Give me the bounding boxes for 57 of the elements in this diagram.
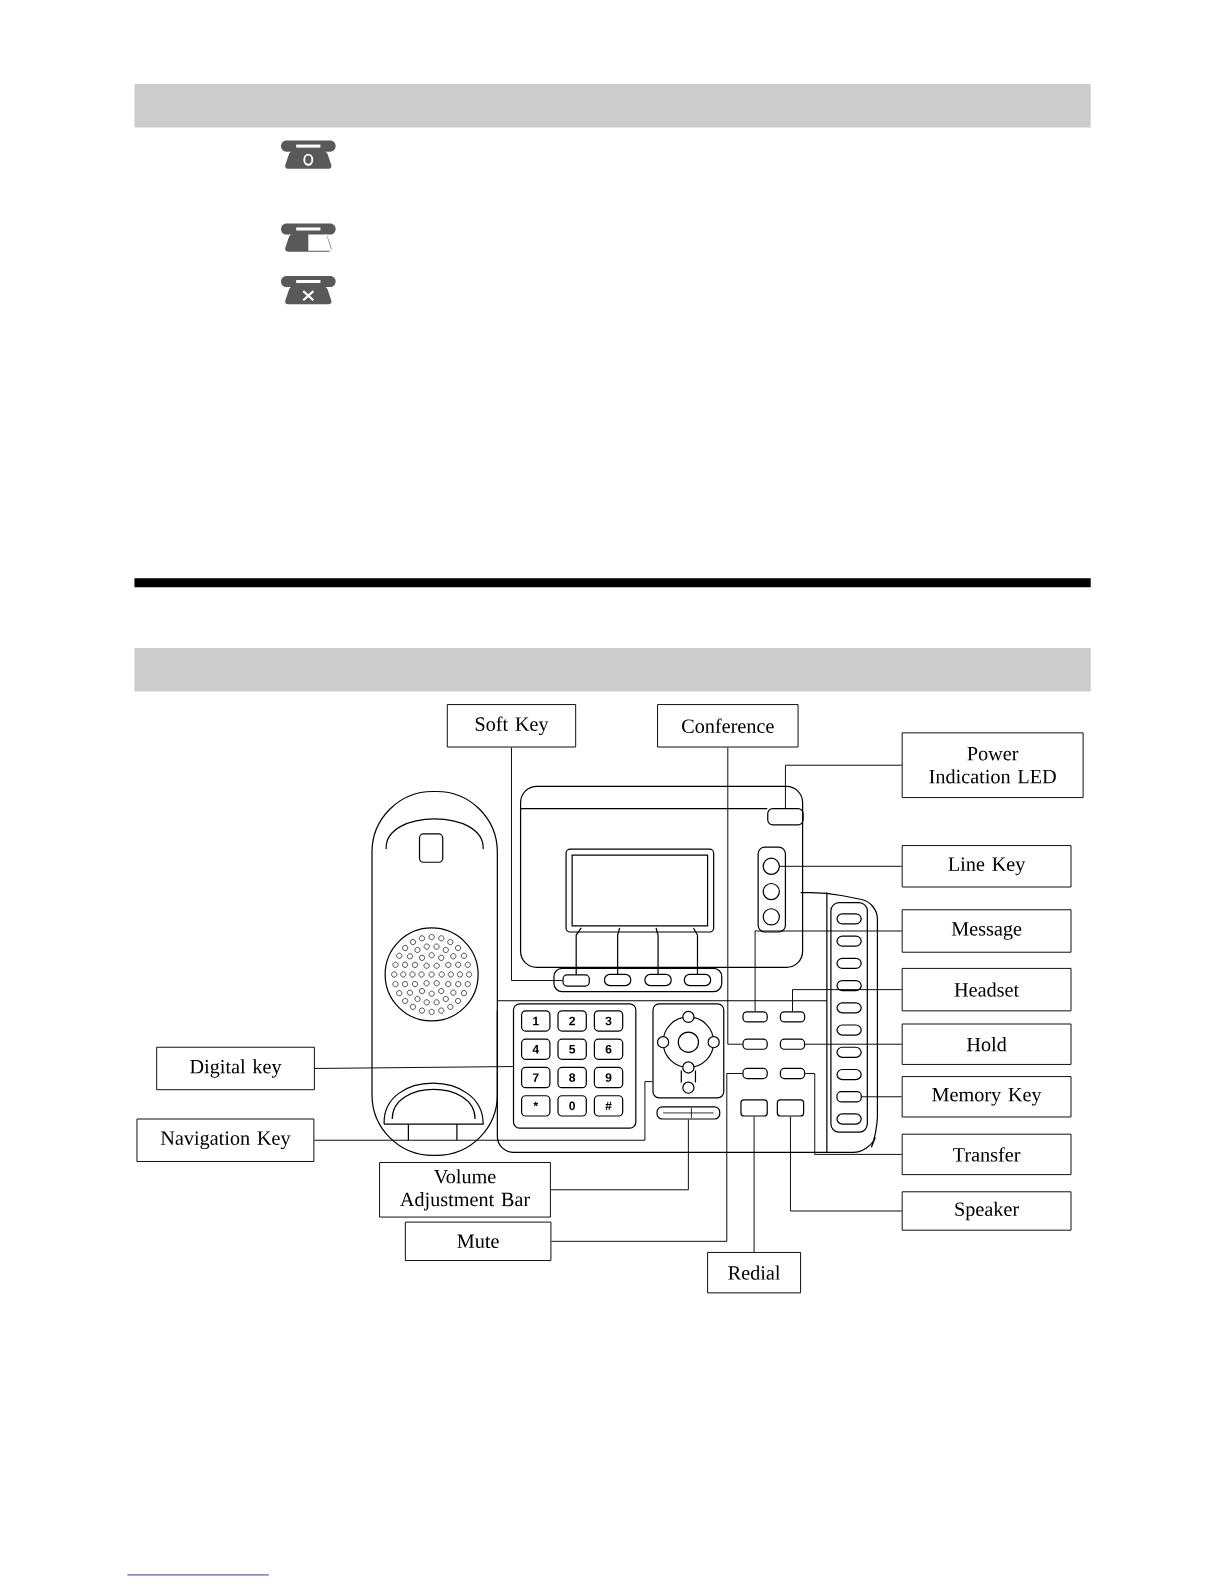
callout-box: Headset <box>901 967 1072 1012</box>
leader-line <box>804 1073 903 1155</box>
callout-box: Soft Key <box>446 704 577 748</box>
key-label: 6 <box>605 1044 612 1054</box>
key-label: # <box>605 1101 612 1110</box>
key-label: 2 <box>569 1016 575 1026</box>
phone-key <box>740 1099 768 1117</box>
phone-key <box>767 808 804 826</box>
phone-key <box>512 1003 637 1129</box>
leader-line <box>510 747 563 981</box>
phone-key <box>742 1067 768 1080</box>
leader-line <box>791 989 903 1012</box>
callout-box: Line Key <box>901 845 1072 888</box>
leader-line <box>313 1081 653 1141</box>
key-label: * <box>533 1101 539 1107</box>
leader-line <box>727 747 743 1045</box>
callout-box: Speaker <box>901 1191 1072 1231</box>
callout-box: Transfer <box>901 1133 1072 1176</box>
phone-key <box>742 1011 768 1023</box>
phone-key <box>742 1038 768 1050</box>
phone-key <box>656 1106 721 1120</box>
phone-key <box>779 1011 806 1023</box>
phone-key <box>652 1003 725 1099</box>
key-label: 3 <box>605 1016 612 1026</box>
key-label: 0 <box>569 1101 575 1111</box>
callout-box: Hold <box>901 1023 1072 1065</box>
phone-key <box>779 1038 806 1050</box>
leader-line <box>753 1116 755 1253</box>
phone-key <box>762 857 780 875</box>
phone-key <box>776 1099 805 1117</box>
callout-box: Digital key <box>156 1046 315 1091</box>
key-label: 5 <box>569 1045 576 1054</box>
leader-line <box>789 1116 903 1212</box>
callout-box: Power Indication LED <box>901 732 1084 799</box>
key-label: 1 <box>533 1016 539 1026</box>
callout-box: Volume Adjustment Bar <box>379 1162 551 1218</box>
leader-line <box>861 1096 903 1098</box>
callout-box: Memory Key <box>901 1076 1072 1118</box>
callout-box: Navigation Key <box>136 1118 315 1162</box>
key-label: 7 <box>532 1073 539 1082</box>
callout-box: Conference <box>657 704 799 748</box>
phone-key <box>836 1091 862 1103</box>
leader-line <box>550 1119 689 1191</box>
phone-key <box>779 1067 806 1080</box>
key-label: 4 <box>532 1045 539 1054</box>
leader-line <box>314 1066 514 1069</box>
callout-box: Redial <box>707 1252 801 1294</box>
leader-line <box>804 1043 903 1045</box>
phone-key <box>562 974 590 987</box>
callout-box: Message <box>901 909 1072 953</box>
leader-line <box>550 1073 743 1242</box>
callout-box: Mute <box>404 1221 552 1261</box>
leader-line <box>779 865 903 867</box>
key-label: 8 <box>569 1073 576 1082</box>
key-label: 9 <box>605 1073 612 1082</box>
leader-line <box>754 930 903 1012</box>
leader-line <box>784 764 903 809</box>
